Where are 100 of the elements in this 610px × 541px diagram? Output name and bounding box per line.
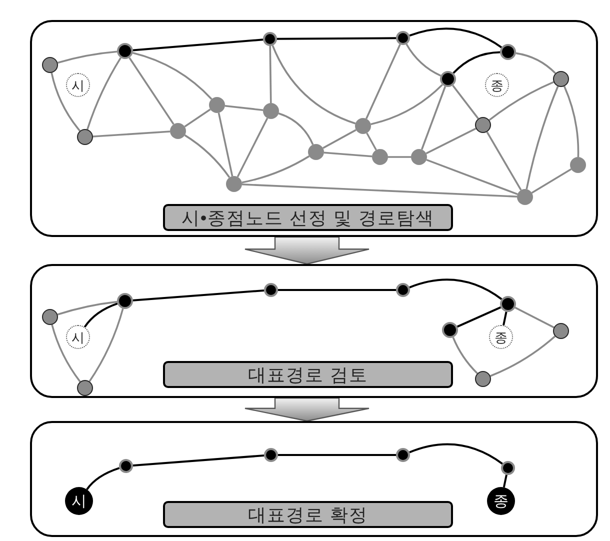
link-line xyxy=(236,118,268,178)
graph-node xyxy=(209,97,225,113)
graph-node xyxy=(475,117,491,133)
link-line xyxy=(132,52,212,100)
route-node xyxy=(263,32,277,46)
link-line xyxy=(242,184,518,198)
link-line xyxy=(242,155,310,184)
route-line xyxy=(132,38,264,52)
link-line xyxy=(426,128,476,154)
graph-node xyxy=(570,157,586,173)
route-node xyxy=(500,44,516,60)
link-line xyxy=(486,131,522,191)
graph-node xyxy=(170,123,186,139)
route-node xyxy=(442,322,458,338)
link-line xyxy=(86,57,122,130)
link-line xyxy=(51,324,81,382)
link-line xyxy=(488,81,554,121)
graph-node xyxy=(411,149,427,165)
rounded-panel xyxy=(30,421,598,537)
graph-node xyxy=(77,129,93,145)
link-line xyxy=(50,72,81,132)
link-line xyxy=(218,112,234,176)
step-label: 대표경로 확정 xyxy=(163,501,453,528)
route-node xyxy=(440,71,456,87)
route-line xyxy=(502,474,508,488)
route-line xyxy=(409,443,503,465)
labeled-node: 종 xyxy=(489,325,513,349)
graph-node xyxy=(42,57,58,73)
link-line xyxy=(563,86,580,157)
graph-node xyxy=(308,144,324,160)
route-line xyxy=(86,467,120,490)
route-node xyxy=(264,283,278,297)
labeled-node: 시 xyxy=(66,73,90,97)
graph-node xyxy=(553,323,569,339)
route-line xyxy=(84,302,118,328)
route-line xyxy=(409,28,502,48)
route-node xyxy=(119,459,133,473)
link-line xyxy=(490,336,556,377)
link-line xyxy=(269,46,272,104)
terminal-node: 시 xyxy=(65,487,93,515)
graph-node xyxy=(42,309,58,325)
route-line xyxy=(277,37,396,40)
route-node xyxy=(396,283,410,297)
graph-node xyxy=(517,189,533,205)
route-line xyxy=(132,290,264,302)
route-line xyxy=(278,289,396,291)
route-node xyxy=(117,293,133,309)
link-line xyxy=(57,300,118,316)
link-line xyxy=(531,168,572,194)
route-line xyxy=(278,454,396,456)
link-line xyxy=(366,132,377,150)
route-node xyxy=(117,43,133,59)
graph-node xyxy=(372,149,388,165)
link-line xyxy=(224,105,264,111)
link-line xyxy=(322,129,356,149)
route-line xyxy=(409,278,502,300)
link-line xyxy=(452,337,478,374)
link-line xyxy=(388,156,411,158)
route-line xyxy=(502,312,508,326)
rounded-panel xyxy=(30,20,598,237)
graph-node xyxy=(355,118,371,134)
labeled-node: 시 xyxy=(66,325,90,349)
link-line xyxy=(365,44,401,120)
link-line xyxy=(92,130,170,138)
block-arrow xyxy=(244,397,370,422)
route-line xyxy=(132,454,264,466)
link-line xyxy=(184,108,211,128)
graph-node xyxy=(475,371,491,387)
route-node xyxy=(396,448,410,462)
route-node xyxy=(500,296,516,312)
terminal-node: 종 xyxy=(487,487,515,515)
route-line xyxy=(452,51,500,74)
link-line xyxy=(184,134,230,178)
link-line xyxy=(278,112,314,145)
link-line xyxy=(452,84,479,120)
link-line xyxy=(324,152,372,158)
route-node xyxy=(501,461,515,475)
step-label: 시•종점노드 선정 및 경로탐색 xyxy=(163,204,453,231)
graph-node xyxy=(553,71,569,87)
graph-node xyxy=(226,176,242,192)
link-line xyxy=(370,84,443,126)
step-label: 대표경로 검토 xyxy=(163,361,453,388)
block-arrow xyxy=(244,236,370,265)
link-line xyxy=(514,306,554,328)
link-line xyxy=(526,86,559,190)
link-line xyxy=(406,44,442,77)
link-line xyxy=(88,308,124,382)
link-line xyxy=(272,45,356,124)
link-line xyxy=(420,86,446,150)
route-node xyxy=(264,448,278,462)
link-line xyxy=(57,50,118,64)
link-line xyxy=(426,158,518,196)
labeled-node: 종 xyxy=(485,73,509,97)
route-line xyxy=(456,306,502,328)
link-line xyxy=(516,52,556,74)
link-line xyxy=(128,57,174,125)
route-node xyxy=(396,31,410,45)
graph-node xyxy=(77,380,93,396)
rounded-panel xyxy=(30,264,598,398)
graph-node xyxy=(263,103,279,119)
